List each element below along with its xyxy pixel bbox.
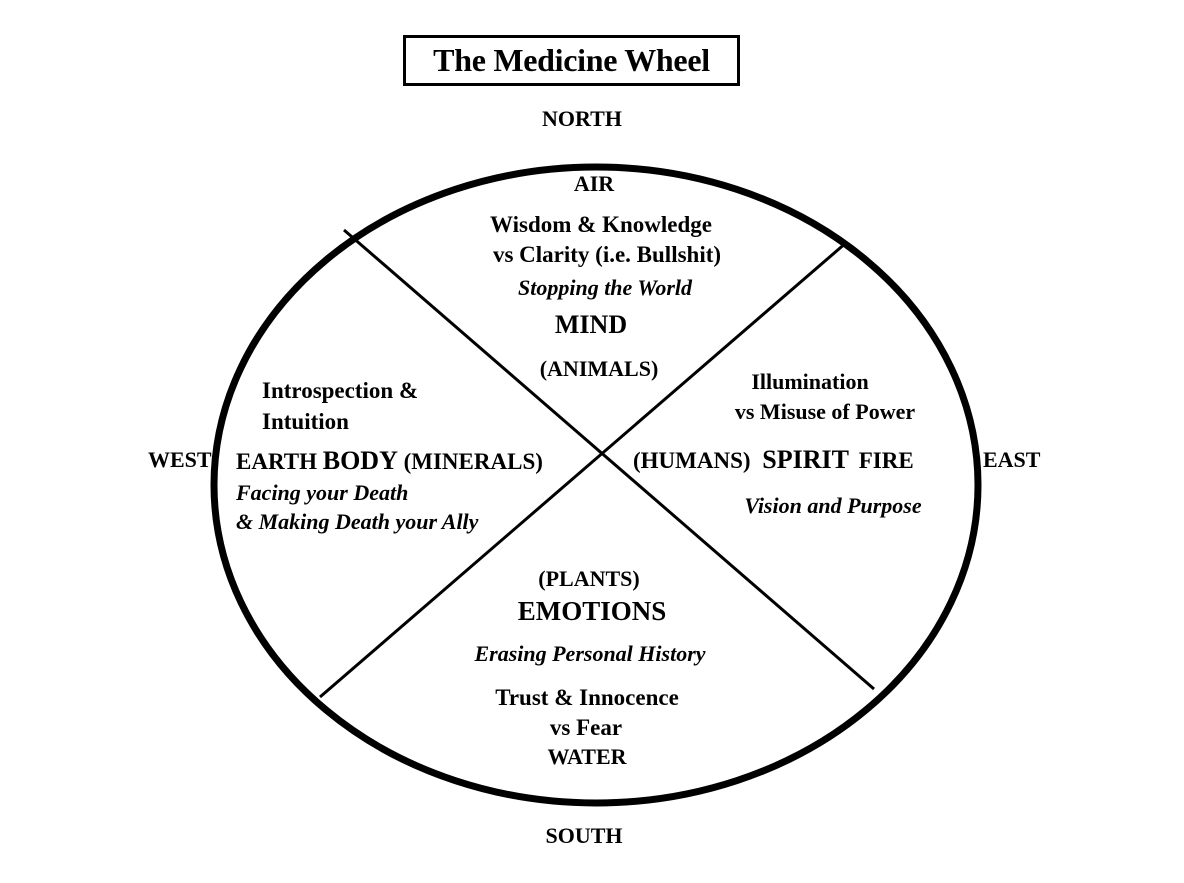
south-kingdom: (PLANTS): [538, 566, 640, 591]
south-line-2: vs Fear: [549, 715, 623, 740]
west-line-1: Introspection &: [262, 378, 419, 403]
east-aspect: SPIRIT: [762, 445, 849, 474]
east-element: FIRE: [858, 448, 914, 473]
north-italic: Stopping the World: [517, 275, 693, 300]
divider-line-nw-se: [343, 228, 875, 691]
west-italic-2: & Making Death your Ally: [236, 509, 479, 534]
north-aspect: MIND: [554, 310, 628, 339]
west-aspect: BODY: [322, 446, 398, 475]
north-line-2: vs Clarity (i.e. Bullshit): [492, 242, 722, 267]
north-element: AIR: [573, 171, 615, 196]
east-line-1: Illumination: [751, 369, 869, 394]
east-italic: Vision and Purpose: [744, 493, 922, 518]
wheel-circle: [210, 163, 982, 807]
divider-line-ne-sw: [319, 240, 848, 699]
direction-south: SOUTH: [545, 823, 623, 848]
diagram-title: The Medicine Wheel: [433, 42, 710, 78]
south-element: WATER: [547, 744, 627, 769]
east-element-line: (HUMANS) SPIRIT FIRE: [633, 447, 914, 473]
east-kingdom: (HUMANS): [633, 448, 751, 473]
west-line-2: Intuition: [262, 409, 349, 434]
west-italic-1: Facing your Death: [236, 480, 409, 505]
north-line-1: Wisdom & Knowledge: [490, 212, 712, 237]
west-element: EARTH: [236, 449, 317, 474]
direction-north: NORTH: [542, 106, 622, 131]
west-element-line: EARTH BODY (MINERALS): [236, 448, 543, 474]
north-kingdom: (ANIMALS): [539, 356, 659, 381]
title-box: The Medicine Wheel: [403, 35, 740, 86]
south-line-1: Trust & Innocence: [495, 685, 679, 710]
direction-west: WEST: [148, 447, 212, 472]
south-aspect: EMOTIONS: [517, 596, 667, 626]
direction-east: EAST: [983, 447, 1041, 472]
west-kingdom: (MINERALS): [403, 449, 543, 474]
east-line-2: vs Misuse of Power: [734, 399, 916, 424]
south-italic: Erasing Personal History: [474, 641, 706, 666]
